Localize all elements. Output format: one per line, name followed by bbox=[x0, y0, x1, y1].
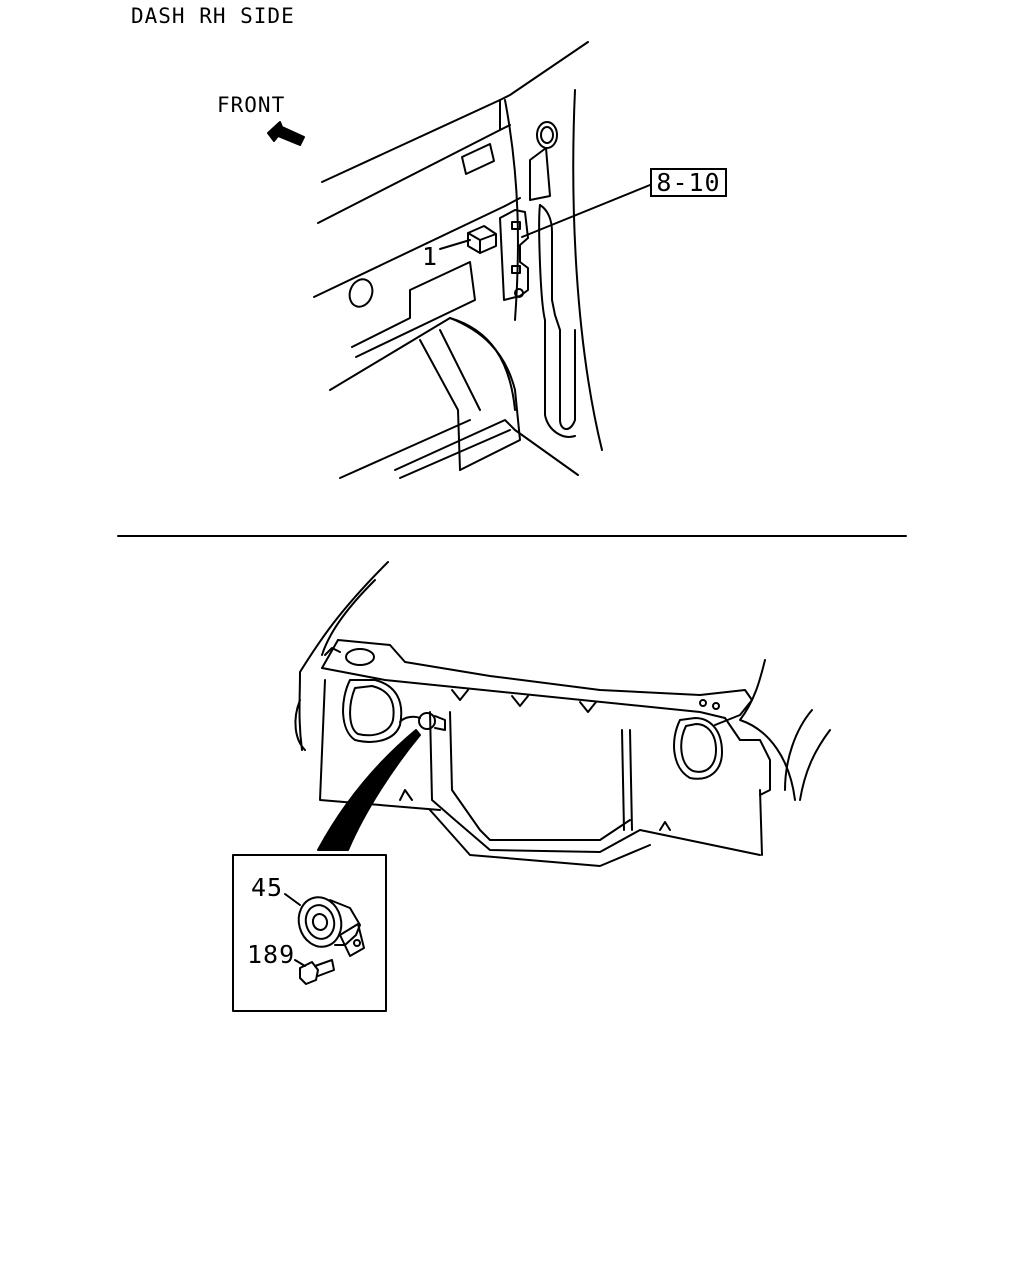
lower-view-drawing bbox=[232, 561, 831, 1012]
callout-part-1: 1 bbox=[422, 242, 439, 271]
a-pillar-outer bbox=[572, 89, 603, 451]
front-direction-label: FRONT bbox=[217, 93, 286, 117]
upper-view-drawing bbox=[267, 41, 651, 479]
fender-right bbox=[739, 659, 796, 801]
bolt-part-189 bbox=[299, 961, 319, 985]
leader-ref-8-10 bbox=[521, 184, 651, 238]
panel-hole-left bbox=[348, 278, 374, 308]
leader-part-1 bbox=[439, 239, 471, 250]
front-arrow-icon bbox=[267, 121, 305, 146]
leader-part-45 bbox=[284, 893, 301, 906]
horn-location bbox=[418, 712, 436, 730]
a-pillar-inner bbox=[504, 99, 519, 321]
view-title: DASH RH SIDE bbox=[131, 4, 295, 28]
callout-part-45: 45 bbox=[251, 873, 284, 902]
reference-box-label: 8-10 bbox=[656, 168, 721, 197]
inset-box bbox=[232, 854, 387, 1012]
panel-cutout bbox=[461, 143, 495, 175]
horn-part-45 bbox=[297, 896, 343, 948]
headlamp-opening-left bbox=[342, 679, 403, 743]
hood-latch-hole bbox=[345, 648, 375, 666]
fender-left bbox=[298, 561, 389, 751]
dash-panel-middle-edge bbox=[313, 205, 506, 298]
leader-part-189 bbox=[294, 959, 306, 967]
relay-part-1 bbox=[467, 225, 497, 254]
callout-part-189: 189 bbox=[247, 940, 296, 969]
reference-box-8-10[interactable]: 8-10 bbox=[650, 168, 727, 197]
dash-panel-upper-edge bbox=[321, 41, 589, 183]
relay-bracket bbox=[499, 209, 529, 301]
headlamp-opening-right bbox=[673, 717, 723, 780]
pointer-wedge bbox=[317, 729, 421, 851]
radiator-support-top bbox=[337, 639, 753, 726]
horn-bracket bbox=[339, 923, 365, 957]
